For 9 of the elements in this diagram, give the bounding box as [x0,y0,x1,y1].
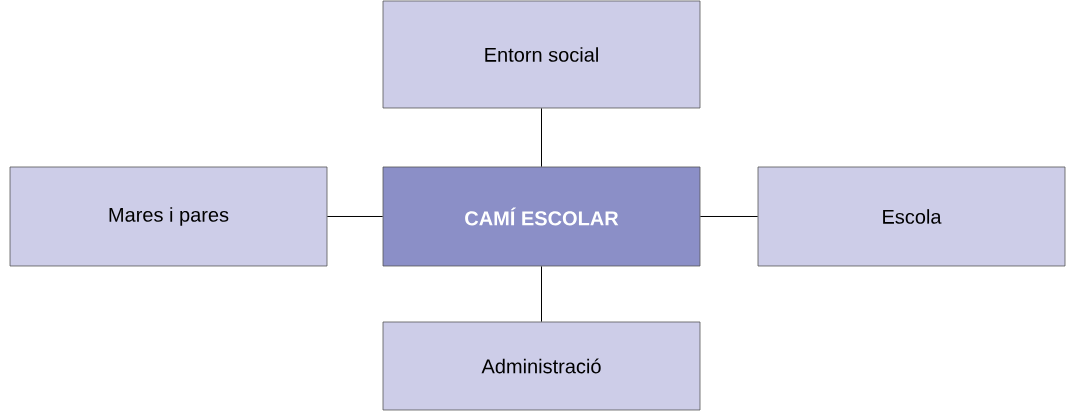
central-box: CAMÍ ESCOLAR [382,166,701,267]
connector-line [541,265,542,323]
connector-line [326,216,384,217]
box: Mares i pares [9,166,328,267]
box: Escola [757,166,1066,267]
box: Entorn social [382,0,701,109]
box: Administració [382,321,701,411]
connector-line [699,216,759,217]
connector-line [541,107,542,168]
